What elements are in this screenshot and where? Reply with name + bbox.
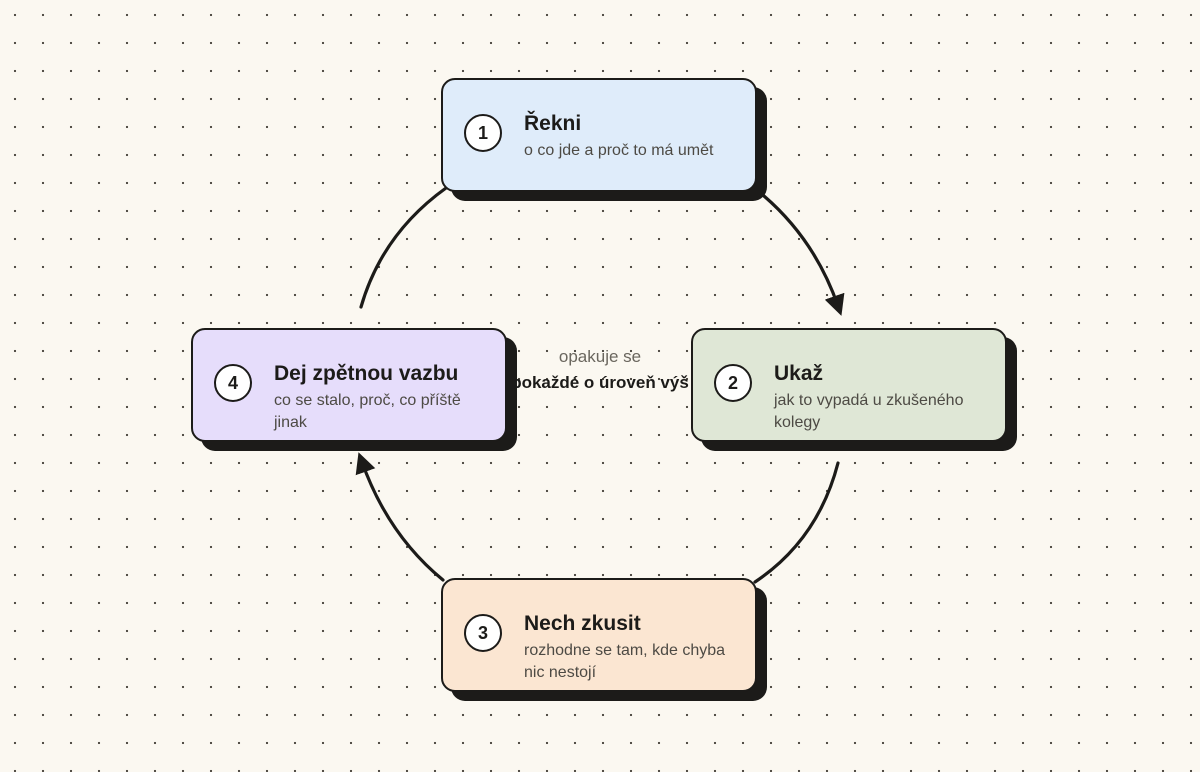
step-number-badge: 3 <box>464 614 502 652</box>
step-title: Nech zkusit <box>524 612 641 635</box>
step-number-badge: 4 <box>214 364 252 402</box>
step-description: jak to vypadá u zkušeného kolegy <box>774 392 964 431</box>
step-description: rozhodne se tam, kde chyba nic nestojí <box>524 642 726 681</box>
step-card-4: 4 Dej zpětnou vazbu co se stalo, proč, c… <box>191 328 507 442</box>
step-description: co se stalo, proč, co příště jinak <box>274 392 461 431</box>
arrow-step1-to-step2 <box>762 194 845 316</box>
step-card-3: 3 Nech zkusit rozhodne se tam, kde chyba… <box>441 578 757 692</box>
step-number-badge: 1 <box>464 114 502 152</box>
center-label-line-1: opakuje se <box>558 347 642 366</box>
arrow-step3-to-step4 <box>355 452 445 582</box>
step-number-badge: 2 <box>714 364 752 402</box>
cycle-center-label: opakuje se pokaždé o úroveň výš <box>510 344 690 396</box>
connector-step2-to-step3 <box>753 461 840 584</box>
step-title: Dej zpětnou vazbu <box>274 362 459 385</box>
step-card-1: 1 Řekni o co jde a proč to má umět <box>441 78 757 192</box>
step-description: o co jde a proč to má umět <box>524 142 714 159</box>
step-title: Řekni <box>524 112 582 135</box>
connector-step4-to-step1 <box>359 186 448 309</box>
step-title: Ukaž <box>774 362 824 385</box>
step-card-2: 2 Ukaž jak to vypadá u zkušeného kolegy <box>691 328 1007 442</box>
center-label-line-2: pokaždé o úroveň výš <box>511 373 689 392</box>
